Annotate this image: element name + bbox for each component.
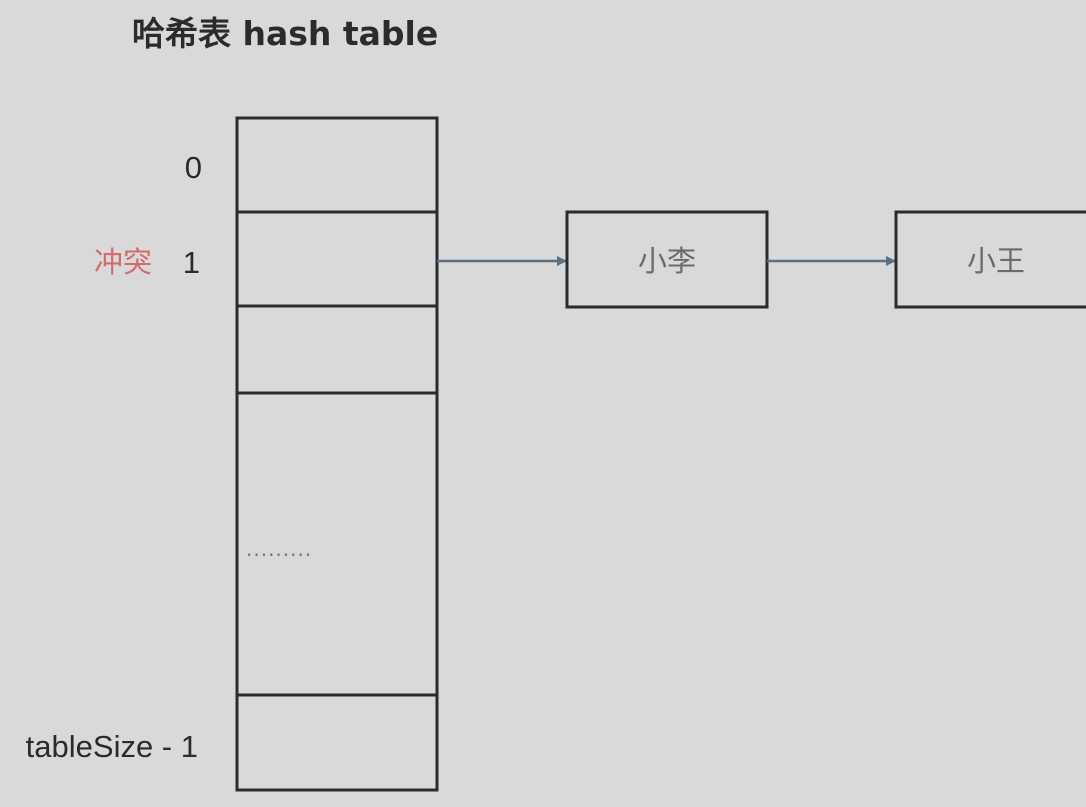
chain-node: 小王 bbox=[894, 210, 1086, 309]
node-box bbox=[894, 210, 1086, 309]
index-label-last: tableSize - 1 bbox=[26, 729, 198, 764]
hash-table-array: ......... bbox=[235, 116, 439, 792]
conflict-label: 冲突 bbox=[94, 245, 152, 279]
ellipsis: ......... bbox=[246, 537, 312, 561]
node-box bbox=[565, 210, 769, 309]
node-label: 小李 bbox=[638, 244, 696, 278]
node-label: 小王 bbox=[967, 244, 1025, 278]
index-label-0: 0 bbox=[185, 150, 202, 185]
diagram-title: 哈希表 hash table bbox=[132, 14, 438, 53]
index-label-1: 1 bbox=[183, 245, 200, 280]
table-outline bbox=[235, 116, 439, 792]
chain-node: 小李 bbox=[565, 210, 769, 309]
